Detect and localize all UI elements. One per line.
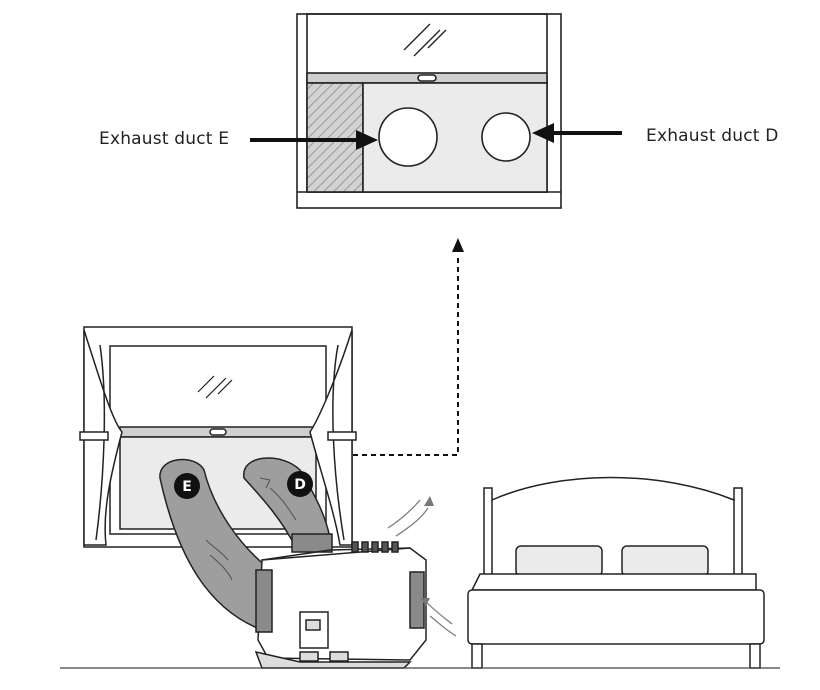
room-window-latch [209,428,227,436]
ac-body [257,547,427,661]
pillow-right [621,545,709,577]
label-exhaust-duct-d: Exhaust duct D [646,126,779,146]
window-detail [296,13,562,209]
duct-opening-d [481,112,531,162]
pillow-left [515,545,603,577]
ac-side-grille [255,569,273,633]
badge-e: E [174,473,200,499]
badge-d-letter: D [294,477,306,493]
bed-leg-left [471,643,483,669]
duct-opening-e [378,107,438,167]
label-exhaust-duct-e: Exhaust duct E [99,129,230,149]
bed-leg-right [749,643,761,669]
portable-ac-unit [254,541,427,669]
arrow-e-head [356,130,378,150]
duct-d-collar [291,533,333,553]
badge-d: D [287,471,313,497]
ac-top-fins [351,541,399,553]
badge-e-letter: E [182,479,192,495]
window-detail-hatched-filler [306,82,364,193]
bed [467,476,765,669]
room-window-glare [197,375,233,399]
pointer-arrows [250,123,622,150]
window-detail-glare [403,23,447,57]
bed-mattress-top [470,573,757,591]
duct-d [243,457,331,549]
leader-arrow-head [452,238,464,252]
ac-base [254,650,412,669]
ac-control-display [305,619,321,631]
exhaust-ducts [159,457,333,632]
curtain-tie-right [327,431,357,441]
duct-airflow-marks [205,477,297,581]
ac-port-2 [329,651,349,662]
arrow-d-head [532,123,554,143]
duct-e [159,458,269,632]
room-airflow [387,496,457,637]
bed-mattress [467,589,765,645]
window-detail-latch [417,74,437,82]
curtain-tie-left [79,431,109,441]
ac-port-1 [299,651,319,662]
